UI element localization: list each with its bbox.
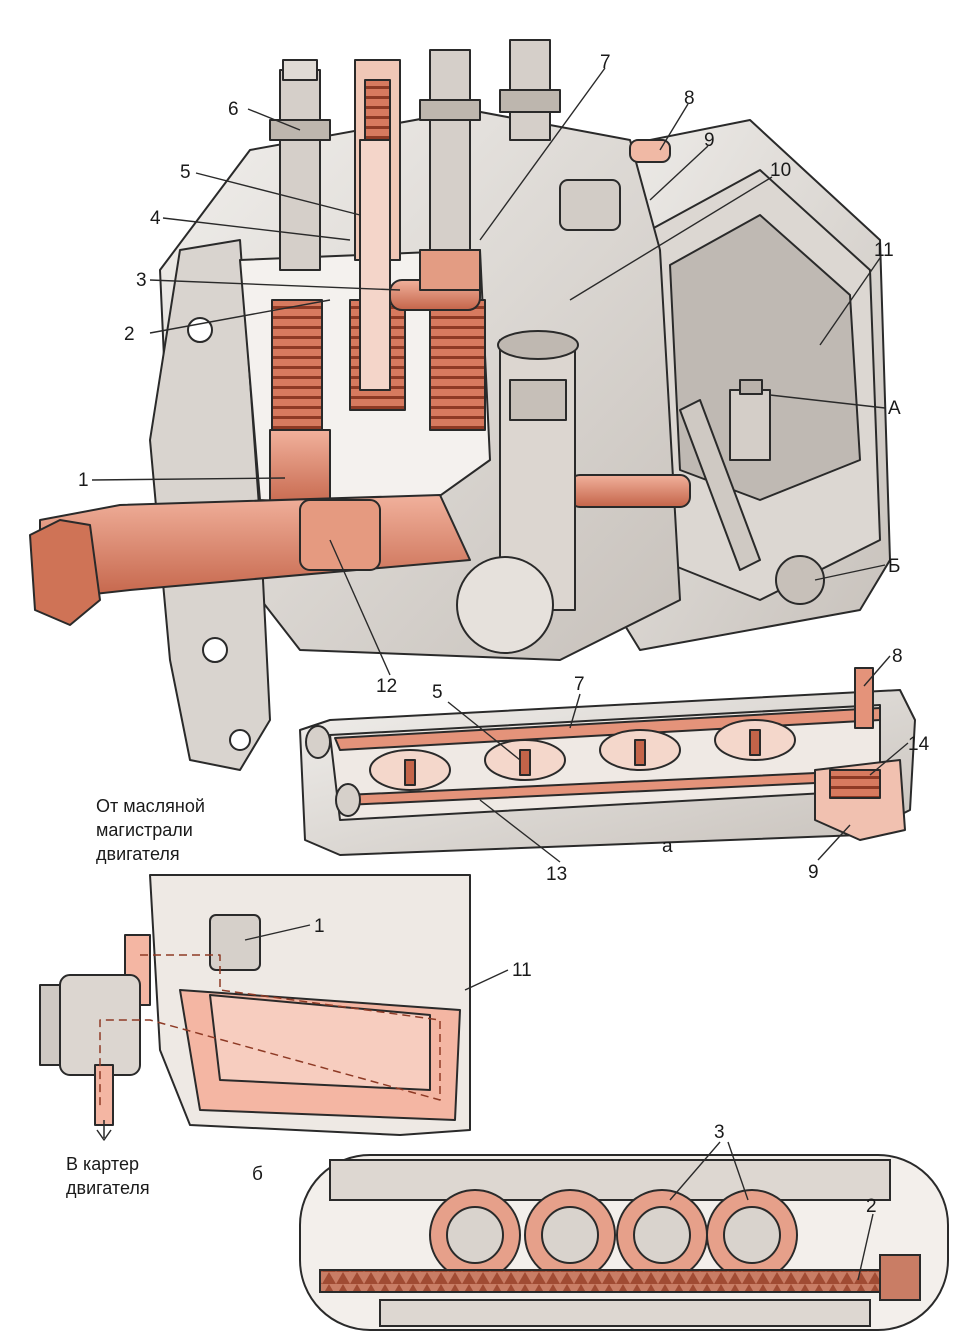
callout-labels: 1 2 3 4 5 6 7 8 9 10 11 А Б 12 5 7 8 14 … (78, 52, 930, 1217)
delivery-valve-holder (499, 39, 561, 141)
label-A: А (888, 398, 901, 419)
label-5: 5 (180, 162, 191, 183)
gallery-port-5 (369, 749, 451, 791)
label-14: 14 (908, 734, 930, 755)
rack-end (879, 1254, 921, 1301)
plug-B (775, 555, 825, 605)
flange-bolt-hole (202, 637, 228, 663)
plunger-sleeve-crown (524, 1189, 616, 1281)
label-8-gallery: 8 (892, 646, 903, 667)
rack-housing-top (329, 1159, 891, 1201)
caption-from-oil-line: От масляной магистрали двигателя (96, 796, 205, 864)
svg-text:двигателя: двигателя (66, 1178, 150, 1198)
label-5-gallery: 5 (432, 682, 443, 703)
label-2: 2 (124, 324, 135, 345)
label-7: 7 (600, 52, 611, 73)
flange-bolt-hole (229, 729, 251, 751)
pump-assembly (29, 39, 891, 771)
plunger-sleeve-crown (429, 1189, 521, 1281)
governor-window (669, 214, 861, 501)
toothed-crown-3 (419, 249, 481, 291)
label-3-rack: 3 (714, 1122, 725, 1143)
plunger-sleeve-crown (706, 1189, 798, 1281)
subfig-b-label: б (252, 1164, 263, 1185)
label-B: Б (888, 556, 900, 577)
fuel-fitting (559, 179, 621, 231)
gallery-port (599, 729, 681, 771)
plunger-spring (271, 299, 323, 441)
leader-lines (91, 67, 909, 1281)
rack-housing-bottom (379, 1299, 871, 1327)
label-1-lube: 1 (314, 916, 325, 937)
governor-lever (679, 399, 761, 571)
label-8: 8 (684, 88, 695, 109)
gallery-port (484, 739, 566, 781)
svg-text:В картер: В картер (66, 1154, 139, 1174)
bypass-valve-14 (814, 759, 906, 841)
plug-A (729, 379, 771, 461)
label-9: 9 (704, 130, 715, 151)
delivery-valve-holder (419, 49, 481, 251)
fuel-channel-7 (334, 707, 881, 751)
end-screw (335, 783, 361, 817)
caption-to-crankcase: В картер двигателя (66, 1154, 150, 1198)
svg-text:двигателя: двигателя (96, 844, 180, 864)
hand-priming-pump (456, 330, 579, 654)
label-3: 3 (136, 270, 147, 291)
lube-tappet-1 (209, 914, 261, 971)
label-10: 10 (770, 160, 791, 181)
oil-inlet-fitting-8 (629, 139, 671, 163)
gallery-port (714, 719, 796, 761)
rack-crown-cutaway (299, 1154, 949, 1331)
label-4: 4 (150, 208, 161, 229)
label-11: 11 (874, 240, 894, 261)
delivery-valve-holder-6 (269, 59, 331, 271)
plunger-sleeve-crown (616, 1189, 708, 1281)
label-13: 13 (546, 864, 567, 885)
label-11-lube: 11 (512, 960, 532, 981)
label-6: 6 (228, 99, 239, 120)
lubrication-scheme (39, 874, 471, 1141)
subfig-a-label: а (662, 836, 673, 857)
toothed-rack-2 (319, 1269, 921, 1293)
drain-pipe (94, 1064, 114, 1126)
gallery-inlet (854, 667, 874, 729)
oil-inlet-pipe (124, 934, 151, 1006)
label-7-gallery: 7 (574, 674, 585, 695)
svg-text:От масляной: От масляной (96, 796, 205, 816)
fuel-gallery-section (299, 667, 916, 856)
camshaft-right-end (569, 474, 691, 508)
plunger-spring (429, 299, 486, 431)
label-12: 12 (376, 676, 397, 697)
svg-text:магистрали: магистрали (96, 820, 193, 840)
oil-flow-path (99, 954, 441, 1110)
plunger-barrel (359, 139, 391, 391)
camshaft-12 (29, 494, 471, 626)
drain-arrow-icon (96, 1120, 112, 1141)
flange-bolt-hole (187, 317, 213, 343)
label-2-rack: 2 (866, 1196, 877, 1217)
label-9-gallery: 9 (808, 862, 819, 883)
end-screw (305, 725, 331, 759)
label-1: 1 (78, 470, 89, 491)
